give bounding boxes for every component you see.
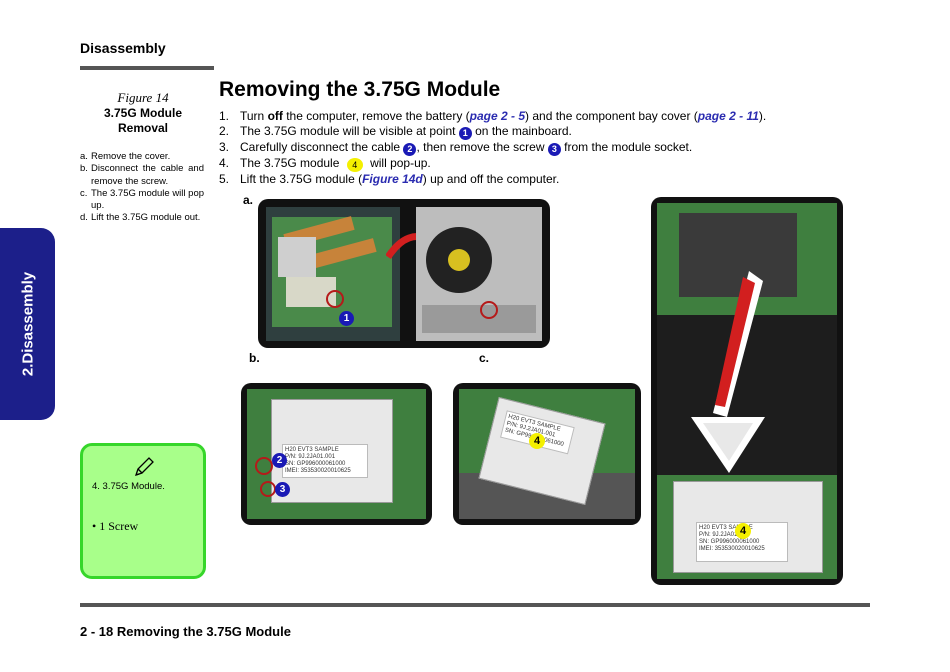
figure-item: a.Remove the cover. bbox=[80, 151, 171, 162]
callout-badge-2: 2 bbox=[272, 453, 287, 468]
footer-rule bbox=[80, 603, 870, 607]
page-title: Removing the 3.75G Module bbox=[219, 78, 501, 101]
pencil-icon bbox=[134, 457, 154, 477]
battery-page-link[interactable]: page 2 - 5 bbox=[469, 109, 526, 123]
callout-badge-3: 3 bbox=[275, 482, 290, 497]
header-rule bbox=[80, 66, 214, 70]
step-4: 4. The 3.75G module 4 will pop-up. bbox=[219, 155, 431, 172]
module-sticker: H20 EVT3 SAMPLE P/N: 9J.2JA01.001 SN: GP… bbox=[282, 444, 368, 478]
callout-badge: 1 bbox=[458, 126, 472, 140]
step-1: 1. Turn off the computer, remove the bat… bbox=[219, 109, 767, 123]
photo-a: 1 bbox=[258, 199, 550, 348]
step-3: 3. Carefully disconnect the cable 2, the… bbox=[219, 139, 693, 156]
photo-label-c: c. bbox=[479, 351, 490, 365]
callout-badge-4: 4 bbox=[529, 433, 545, 449]
side-tab: 2.Disassembly bbox=[0, 228, 55, 420]
figure-caption: Figure 14 3.75G Module Removal bbox=[80, 90, 206, 136]
callout-ring bbox=[326, 290, 344, 308]
mainboard-image bbox=[266, 207, 400, 341]
arrow-down-icon bbox=[691, 271, 765, 473]
page-footer: 2 - 18 Removing the 3.75G Module bbox=[80, 624, 291, 639]
photo-c: H20 EVT3 SAMPLE P/N: 9J.2JA01.001 SN: GP… bbox=[453, 383, 641, 525]
callout-badge-1: 1 bbox=[339, 311, 354, 326]
side-tab-label: 2.Disassembly bbox=[19, 271, 36, 377]
callout-badge: 2 bbox=[403, 142, 417, 156]
photo-d: H20 EVT3 SAMPLE P/N: 9J.2JA01. SN: GP996… bbox=[651, 197, 843, 585]
figure-item: c.The 3.75G module will pop up. bbox=[80, 187, 205, 212]
note-box: 4. 3.75G Module. • 1 Screw bbox=[80, 443, 206, 579]
callout-badge: 3 bbox=[547, 142, 561, 156]
note-item: 4. 3.75G Module. bbox=[92, 481, 165, 492]
step-list: 1. Turn off the computer, remove the bat… bbox=[219, 109, 766, 186]
photo-b: H20 EVT3 SAMPLE P/N: 9J.2JA01.001 SN: GP… bbox=[241, 383, 432, 525]
callout-ring bbox=[480, 301, 498, 319]
figure-number: Figure 14 bbox=[117, 90, 169, 105]
figure-title-line2: Removal bbox=[117, 121, 169, 135]
callout-ring bbox=[255, 457, 273, 475]
figure-14d-link[interactable]: Figure 14d bbox=[362, 171, 423, 186]
section-header: Disassembly bbox=[80, 40, 166, 56]
photo-label-b: b. bbox=[249, 351, 260, 365]
callout-badge-4: 4 bbox=[735, 523, 751, 539]
figure-item: b.Disconnect the cable and remove the sc… bbox=[80, 163, 204, 187]
photo-label-a: a. bbox=[243, 193, 254, 207]
step-2: 2. The 3.75G module will be visible at p… bbox=[219, 123, 572, 140]
callout-ring bbox=[260, 481, 276, 497]
figure-item: d.Lift the 3.75G module out. bbox=[80, 212, 201, 224]
step-5: 5. Lift the 3.75G module (Figure 14d) up… bbox=[219, 171, 560, 186]
figure-item-list: a.Remove the cover. b.Disconnect the cab… bbox=[80, 151, 204, 225]
note-bullet: • 1 Screw bbox=[92, 519, 139, 533]
callout-badge-yellow: 4 bbox=[346, 157, 363, 172]
figure-title-line1: 3.75G Module bbox=[103, 106, 183, 120]
bay-cover-image bbox=[416, 207, 542, 341]
bay-cover-page-link[interactable]: page 2 - 11 bbox=[697, 109, 759, 123]
